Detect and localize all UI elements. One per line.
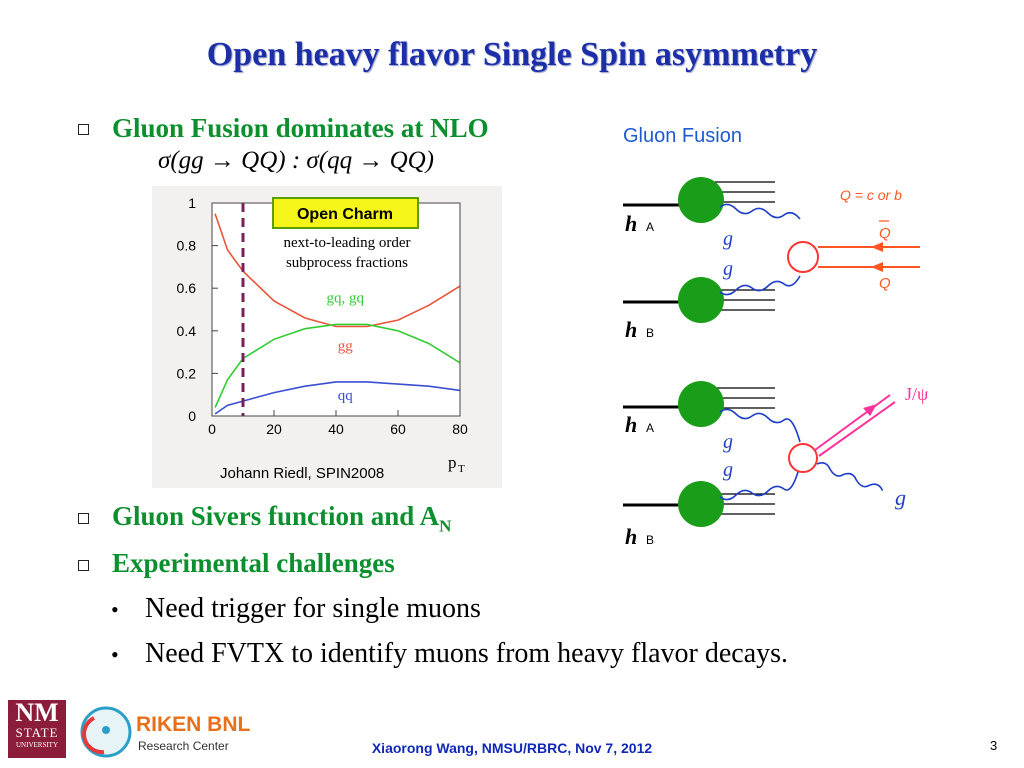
hadron-a-fragments-2 bbox=[715, 387, 775, 409]
y-tick-label: 0.4 bbox=[177, 323, 197, 339]
formula-text: σ(gg → QQ) : σ(qq → QQ) bbox=[158, 147, 435, 174]
gluon-line-a bbox=[719, 203, 801, 220]
series-label: qq bbox=[338, 388, 354, 404]
x-tick-label: 20 bbox=[266, 421, 282, 437]
jpsi-line-1 bbox=[814, 394, 891, 451]
bullet-square-icon bbox=[78, 560, 89, 571]
series-label: gg bbox=[338, 339, 354, 355]
chart-xlabel-sub: T bbox=[458, 463, 465, 475]
y-tick-label: 0.8 bbox=[177, 238, 197, 254]
gluon-label-b-2: g bbox=[723, 459, 733, 481]
hadron-b-blob bbox=[678, 277, 724, 323]
bullet-gluon-sivers: Gluon Sivers function and AN bbox=[112, 501, 451, 536]
nmsu-logo-line3: UNIVERSITY bbox=[16, 741, 58, 749]
gluon-label-a: g bbox=[723, 228, 733, 250]
hadron-a-fragments bbox=[715, 181, 775, 203]
page-number: 3 bbox=[990, 738, 998, 753]
y-tick-label: 0.6 bbox=[177, 280, 197, 296]
bullet-gluon-sivers-subscript: N bbox=[439, 516, 452, 536]
hadron-a-blob-2 bbox=[678, 381, 724, 427]
bullet-square-icon bbox=[78, 124, 89, 135]
hadron-a-label: h bbox=[625, 211, 637, 236]
gluon-label-b: g bbox=[723, 258, 733, 280]
gluon-line-b bbox=[719, 275, 801, 296]
chart-xlabel: p bbox=[448, 453, 457, 472]
hadron-a-sub: A bbox=[646, 220, 654, 234]
jpsi-label: J/ψ bbox=[905, 384, 929, 404]
y-tick-label: 1 bbox=[188, 195, 196, 211]
x-tick-label: 0 bbox=[208, 421, 216, 437]
sub-bullet-dot-icon: • bbox=[111, 597, 119, 622]
open-charm-badge bbox=[272, 197, 419, 229]
quark-flavor-legend: Q = c or b bbox=[840, 187, 902, 203]
bullet-square-icon bbox=[78, 513, 89, 524]
hadron-b-blob-2 bbox=[678, 481, 724, 527]
jpsi-arrow-icon bbox=[863, 404, 877, 416]
antiquark-label: Q bbox=[879, 225, 891, 242]
lower-diagram: J/ψ g g g h A h B bbox=[623, 381, 929, 549]
nmsu-logo: NM STATE UNIVERSITY bbox=[8, 700, 66, 758]
sub-bullet-dot-icon: • bbox=[111, 642, 119, 667]
bullet-experimental-challenges: Experimental challenges bbox=[112, 548, 395, 578]
antiquark-arrow-icon bbox=[871, 242, 883, 252]
x-tick-label: 80 bbox=[452, 421, 468, 437]
fusion-vertex-2 bbox=[788, 443, 818, 473]
subprocess-fraction-chart: 0 20 40 60 80 0 0.2 0.4 0.6 0.8 1 gq, gq gg qq Open C… bbox=[152, 186, 502, 488]
hadron-a-label-2: h bbox=[625, 412, 637, 437]
hadron-b-sub: B bbox=[646, 326, 654, 340]
jpsi-line-2 bbox=[818, 401, 896, 457]
hadron-a-sub-2: A bbox=[646, 421, 654, 435]
y-tick-label: 0.2 bbox=[177, 365, 197, 381]
gluon-line-b-2 bbox=[719, 464, 801, 501]
chart-heading-line1: next-to-leading order bbox=[283, 235, 410, 251]
quark-label: Q bbox=[879, 275, 891, 292]
series-line-gqgq bbox=[214, 323, 461, 408]
gluon-line-a-2 bbox=[719, 408, 801, 443]
x-tick-label: 60 bbox=[390, 421, 406, 437]
riken-logo-line1: RIKEN BNL bbox=[136, 713, 251, 736]
gluon-label-a-2: g bbox=[723, 431, 733, 453]
hadron-a-blob bbox=[678, 177, 724, 223]
bullet-gluon-fusion: Gluon Fusion dominates at NLO bbox=[112, 113, 489, 143]
cross-section-formula: σ(gg → QQ) : σ(qq → QQ) bbox=[158, 147, 434, 175]
riken-bnl-logo-icon bbox=[80, 706, 132, 758]
outgoing-gluon-label: g bbox=[895, 485, 906, 510]
series-line-gg bbox=[214, 213, 461, 328]
riken-logo-line2: Research Center bbox=[138, 739, 229, 753]
hadron-b-fragments bbox=[715, 289, 775, 311]
chart-heading-line2: subprocess fractions bbox=[286, 255, 408, 271]
y-tick-label: 0 bbox=[188, 408, 196, 424]
sub-bullet-fvtx: Need FVTX to identify muons from heavy f… bbox=[145, 638, 789, 669]
series-line-qq bbox=[214, 381, 461, 415]
badge-text: Open Charm bbox=[297, 206, 393, 223]
quark-arrow-icon bbox=[871, 262, 883, 272]
hadron-b-label-2: h bbox=[625, 524, 637, 549]
x-tick-label: 40 bbox=[328, 421, 344, 437]
outgoing-gluon-line bbox=[816, 462, 884, 491]
hadron-b-label: h bbox=[625, 317, 637, 342]
footer-credit: Xiaorong Wang, NMSU/RBRC, Nov 7, 2012 bbox=[371, 740, 653, 756]
sub-bullet-trigger: Need trigger for single muons bbox=[145, 593, 481, 624]
upper-diagram: Q = c or b Q Q g g h A h B bbox=[623, 177, 920, 342]
hadron-b-sub-2: B bbox=[646, 533, 654, 547]
diagram-heading: Gluon Fusion bbox=[623, 125, 742, 147]
bullet-gluon-sivers-text: Gluon Sivers function and A bbox=[112, 501, 440, 531]
fusion-vertex bbox=[787, 241, 819, 273]
nmsu-logo-line2: STATE bbox=[15, 725, 59, 740]
nmsu-logo-line1: NM bbox=[15, 698, 59, 727]
series-label: gq, gq bbox=[327, 290, 365, 306]
gluon-fusion-diagram: Gluon Fusion Q = c or b Q Q g g h A h B bbox=[623, 125, 929, 549]
slide-title: Open heavy flavor Single Spin asymmetry bbox=[206, 36, 818, 73]
chart-credit: Johann Riedl, SPIN2008 bbox=[220, 465, 384, 482]
